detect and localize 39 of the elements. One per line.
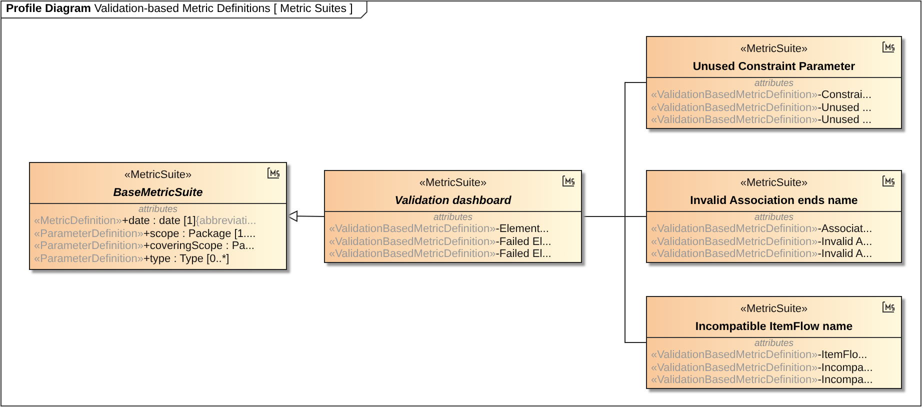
attribute-entry: «ValidationBasedMetricDefinition»-ItemFlo...	[650, 349, 868, 362]
attribute-entry: «ValidationBasedMetricDefinition»-Constrai...	[650, 89, 872, 102]
attribute-entry: «ParameterDefinition»+scope : Package [1....	[33, 228, 256, 240]
compartment-label: attributes	[754, 212, 794, 223]
attribute-entry: «ValidationBasedMetricDefinition»-Invalid A...	[650, 236, 872, 248]
diagram-frame-title: Profile Diagram Validation-based Metric Definitions [ Metric Suites ]	[6, 2, 353, 16]
attribute-entry: «ValidationBasedMetricDefinition»-Unused ...	[650, 102, 872, 114]
class-name: BaseMetricSuite	[113, 186, 203, 201]
metric-suite-class-box	[646, 296, 902, 389]
stereotype-label: «MetricSuite»	[740, 303, 808, 316]
class-name: Invalid Association ends name	[690, 194, 858, 209]
connector-line	[582, 216, 646, 343]
attribute-entry: «ValidationBasedMetricDefinition»-Incompa...	[650, 374, 873, 386]
attribute-entry: «ParameterDefinition»+type : Type [0..*]	[33, 252, 230, 265]
metric-suite-class-box	[324, 170, 582, 263]
stereotype-label: «MetricSuite»	[419, 177, 487, 190]
attribute-entry: «ValidationBasedMetricDefinition»-Element...	[328, 223, 549, 236]
attribute-entry: «MetricDefinition»+date : date [1]{abbreviati...	[33, 215, 256, 228]
compartment-label: attributes	[754, 78, 794, 89]
attribute-entry: «ValidationBasedMetricDefinition»-Unused ...	[650, 114, 872, 126]
compartment-label: attributes	[754, 338, 794, 349]
compartment-label: attributes	[433, 212, 473, 223]
stereotype-label: «MetricSuite»	[740, 43, 808, 56]
attribute-entry: «ValidationBasedMetricDefinition»-Failed El...	[328, 248, 552, 260]
attribute-entry: «ValidationBasedMetricDefinition»-Failed El...	[328, 236, 552, 248]
metric-suite-class-box	[29, 162, 287, 270]
stereotype-label: «MetricSuite»	[124, 169, 192, 182]
generalization-arrow	[286, 210, 324, 222]
attribute-entry: «ValidationBasedMetricDefinition»-Incompa...	[650, 362, 873, 374]
class-name: Incompatible ItemFlow name	[695, 320, 853, 335]
class-name: Validation dashboard	[394, 194, 512, 209]
metric-suite-class-box	[646, 170, 902, 263]
stereotype-label: «MetricSuite»	[740, 177, 808, 190]
attribute-entry: «ValidationBasedMetricDefinition»-Associat...	[650, 223, 872, 236]
metric-suite-class-box	[646, 36, 902, 129]
class-name: Unused Constraint Parameter	[692, 60, 856, 75]
attribute-entry: «ValidationBasedMetricDefinition»-Invalid A...	[650, 248, 872, 260]
attribute-entry: «ParameterDefinition»+coveringScope : Pa...	[33, 240, 254, 252]
compartment-label: attributes	[138, 204, 178, 215]
